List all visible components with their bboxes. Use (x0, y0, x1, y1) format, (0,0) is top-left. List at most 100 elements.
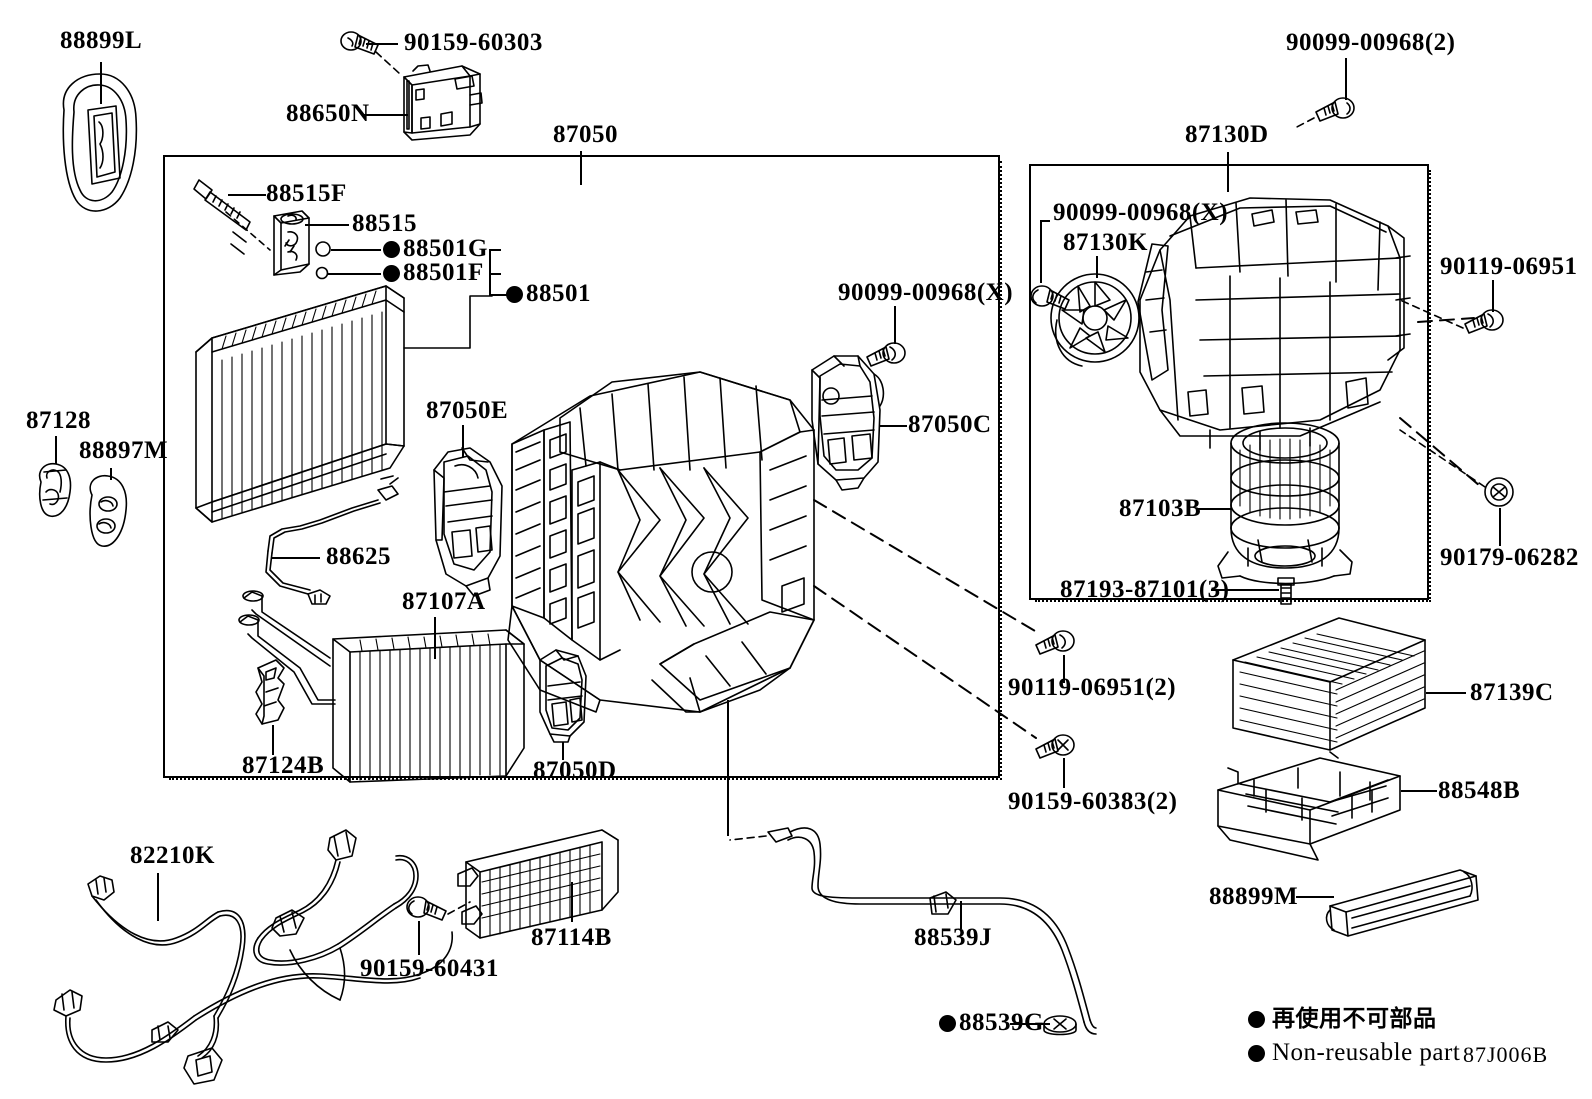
leader-87130d (1227, 152, 1229, 192)
leader-88501-tie-top (489, 249, 501, 251)
label-90179-06282: 90179-06282 (1440, 544, 1579, 571)
label-87139c: 87139C (1470, 679, 1554, 706)
leader-87124b (272, 725, 274, 755)
label-90159-60431: 90159-60431 (360, 955, 499, 982)
leader-82210k (157, 873, 159, 921)
leader-90159-60303 (366, 43, 398, 45)
label-90099-00968-x-right: 90099-00968(X) (1053, 199, 1229, 226)
leader-88515 (305, 224, 349, 226)
leader-88501g (331, 249, 381, 251)
leader-88897m (110, 468, 112, 480)
leader-87114b (571, 882, 573, 922)
leader-87103b (1198, 508, 1232, 510)
label-88539g: 88539G (939, 1010, 1044, 1035)
nonreusable-marker-88539g (939, 1015, 956, 1032)
art-88650n (404, 65, 482, 140)
label-88515f: 88515F (266, 180, 347, 207)
label-87103b: 87103B (1119, 495, 1202, 522)
label-87124b: 87124B (242, 752, 325, 779)
label-87128: 87128 (26, 407, 91, 434)
label-88899m: 88899M (1209, 883, 1299, 910)
leader-87139c (1426, 692, 1466, 694)
leader-90179-06282 (1499, 508, 1501, 546)
art-90099-00968-2 (1316, 98, 1354, 121)
art-90159-60383-2 (1036, 735, 1074, 758)
leader-88899m (1296, 896, 1334, 898)
label-87114b: 87114B (531, 924, 612, 951)
nonreusable-marker-88501g (383, 241, 400, 258)
art-87114b (458, 830, 618, 938)
art-88897m (90, 476, 126, 546)
legend-japanese-text: 再使用不可部品 (1272, 1006, 1437, 1032)
leader-88501f (328, 273, 381, 275)
leader-87128 (55, 436, 57, 464)
legend-japanese-row: 再使用不可部品 (1248, 1008, 1437, 1031)
leader-90099-x-right-elbow (1040, 220, 1050, 222)
leader-90159-60383-2 (1063, 758, 1065, 788)
leader-88501-tie-mid (489, 273, 501, 275)
leader-88650n (363, 114, 408, 116)
nonreusable-marker-88501f (383, 265, 400, 282)
label-88501f: 88501F (383, 260, 484, 285)
assembly-dash-90159-60303 (376, 52, 400, 74)
label-90099-00968-x-center: 90099-00968(X) (838, 279, 1014, 306)
assembly-dash-90099-2 (1295, 118, 1314, 128)
label-90099-00968-2: 90099-00968(2) (1286, 29, 1456, 56)
label-90159-60383-2: 90159-60383(2) (1008, 788, 1178, 815)
leader-88501-arrow (489, 294, 507, 296)
leader-88539j (960, 901, 962, 929)
label-88899l: 88899L (60, 27, 143, 54)
leader-88539g (1010, 1023, 1050, 1025)
art-90179-06282 (1485, 478, 1513, 506)
leader-88899l (100, 62, 102, 104)
leader-87050c (880, 425, 907, 427)
legend-english-row: Non-reusable part (1248, 1040, 1460, 1065)
label-87193-87101-3: 87193-87101(3) (1060, 576, 1230, 603)
label-90159-60303: 90159-60303 (404, 29, 543, 56)
label-87050: 87050 (553, 121, 618, 148)
legend-bullet-en (1248, 1045, 1265, 1062)
leader-88515f (228, 194, 266, 196)
figure-code: 87J006B (1463, 1042, 1549, 1067)
label-87050c: 87050C (908, 411, 992, 438)
label-88501f-text: 88501F (403, 259, 484, 286)
leader-90099-x-center (894, 306, 896, 344)
leader-87050-bottom (727, 700, 729, 836)
art-90119-06951 (1465, 310, 1503, 333)
leader-87050 (580, 151, 582, 185)
label-88501: 88501 (506, 281, 591, 306)
leader-87130k (1096, 256, 1098, 278)
label-88501g-text: 88501G (403, 235, 488, 262)
label-90119-06951-2: 90119-06951(2) (1008, 674, 1177, 701)
label-88539j: 88539J (914, 924, 992, 951)
leader-87107a (434, 617, 436, 659)
nonreusable-marker-88501 (506, 286, 523, 303)
art-88899m (1327, 870, 1478, 936)
label-82210k: 82210K (130, 842, 215, 869)
leader-88548b (1401, 790, 1437, 792)
label-87130k: 87130K (1063, 229, 1148, 256)
art-90119-06951-2 (1036, 631, 1074, 654)
group-box-87050 (163, 155, 1002, 780)
label-88539g-text: 88539G (959, 1009, 1044, 1036)
label-87050d: 87050D (533, 757, 617, 784)
leader-88625 (272, 557, 320, 559)
legend-bullet-jp (1248, 1011, 1265, 1028)
leader-90099-x-right (1040, 221, 1042, 283)
label-88897m: 88897M (79, 437, 169, 464)
label-87130d: 87130D (1185, 121, 1269, 148)
assembly-dash-90159-60431 (448, 902, 470, 914)
leader-87193-87101 (1211, 589, 1279, 591)
assembly-dash-88539j (730, 836, 766, 840)
label-88625: 88625 (326, 543, 391, 570)
label-87050e: 87050E (426, 397, 509, 424)
label-88515: 88515 (352, 210, 417, 237)
art-88548b (1218, 752, 1400, 860)
leader-90119-06951-2 (1063, 655, 1065, 683)
leader-90119-06951 (1492, 280, 1494, 312)
leader-90159-60431 (418, 921, 420, 955)
legend-english-text: Non-reusable part (1272, 1039, 1461, 1066)
label-88548b: 88548B (1438, 777, 1521, 804)
art-88539g (1044, 1016, 1076, 1035)
